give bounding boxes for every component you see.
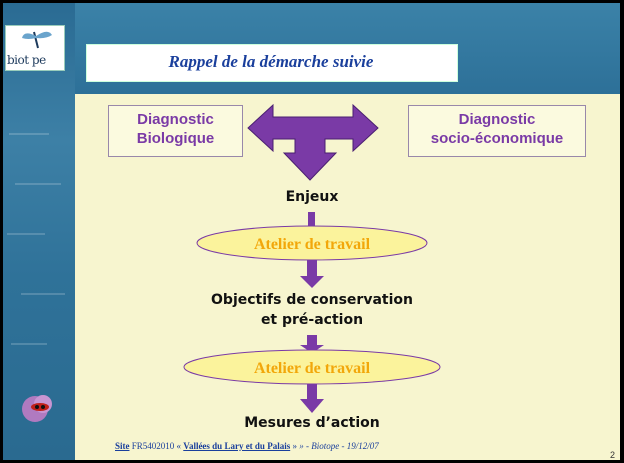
arrow-atelier-mesures xyxy=(300,383,324,413)
footer: Site FR5402010 « Vallées du Lary et du P… xyxy=(115,441,379,451)
dragonfly-icon xyxy=(22,31,52,49)
arrow-objectifs-atelier xyxy=(300,335,324,353)
slide: biot pe Rappel de la démarche suivie Dia… xyxy=(3,3,620,460)
atelier-label-1: Atelier de travail xyxy=(254,236,371,253)
objectifs-line: Objectifs de conservation xyxy=(211,292,413,308)
box-line: socio-économique xyxy=(430,130,564,147)
logo-text: biot pe xyxy=(7,53,46,67)
box-line: Diagnostic xyxy=(137,111,214,128)
page-number: 2 xyxy=(610,450,616,460)
slide-title: Rappel de la démarche suivie xyxy=(168,52,374,71)
box-line: Biologique xyxy=(136,130,215,147)
objectifs-label: Objectifs de conservation et pré-action xyxy=(183,290,441,330)
diagnostic-socio-economique-box: Diagnostic socio-économique xyxy=(408,105,586,157)
enjeux-label: Enjeux xyxy=(285,189,339,205)
title-box xyxy=(86,44,458,82)
footer-rest: » - Biotope - 19/12/07 xyxy=(296,441,379,451)
mesures-label: Mesures d’action xyxy=(244,415,380,431)
footer-site-code: FR5402010 « xyxy=(131,441,182,451)
flow-diagram: Atelier de travail Atelier de travail xyxy=(183,103,441,413)
sidebar-decoration xyxy=(3,3,75,460)
footer-site-label: Site xyxy=(115,441,130,451)
t-arrow xyxy=(247,103,379,181)
insect-flower-image xyxy=(22,395,52,422)
atelier-label-2: Atelier de travail xyxy=(254,360,371,377)
box-line: Diagnostic xyxy=(458,111,536,128)
objectifs-line: et pré-action xyxy=(260,312,364,328)
footer-site-name: Vallées du Lary et du Palais xyxy=(183,441,291,451)
footer-site-close: » xyxy=(292,441,297,451)
atelier-ellipse-2 xyxy=(183,349,441,385)
biotope-logo xyxy=(5,25,65,71)
atelier-ellipse-1 xyxy=(196,225,428,261)
arrow-atelier-objectifs xyxy=(300,259,324,288)
diagnostic-biologique-box: Diagnostic Biologique xyxy=(108,105,243,157)
